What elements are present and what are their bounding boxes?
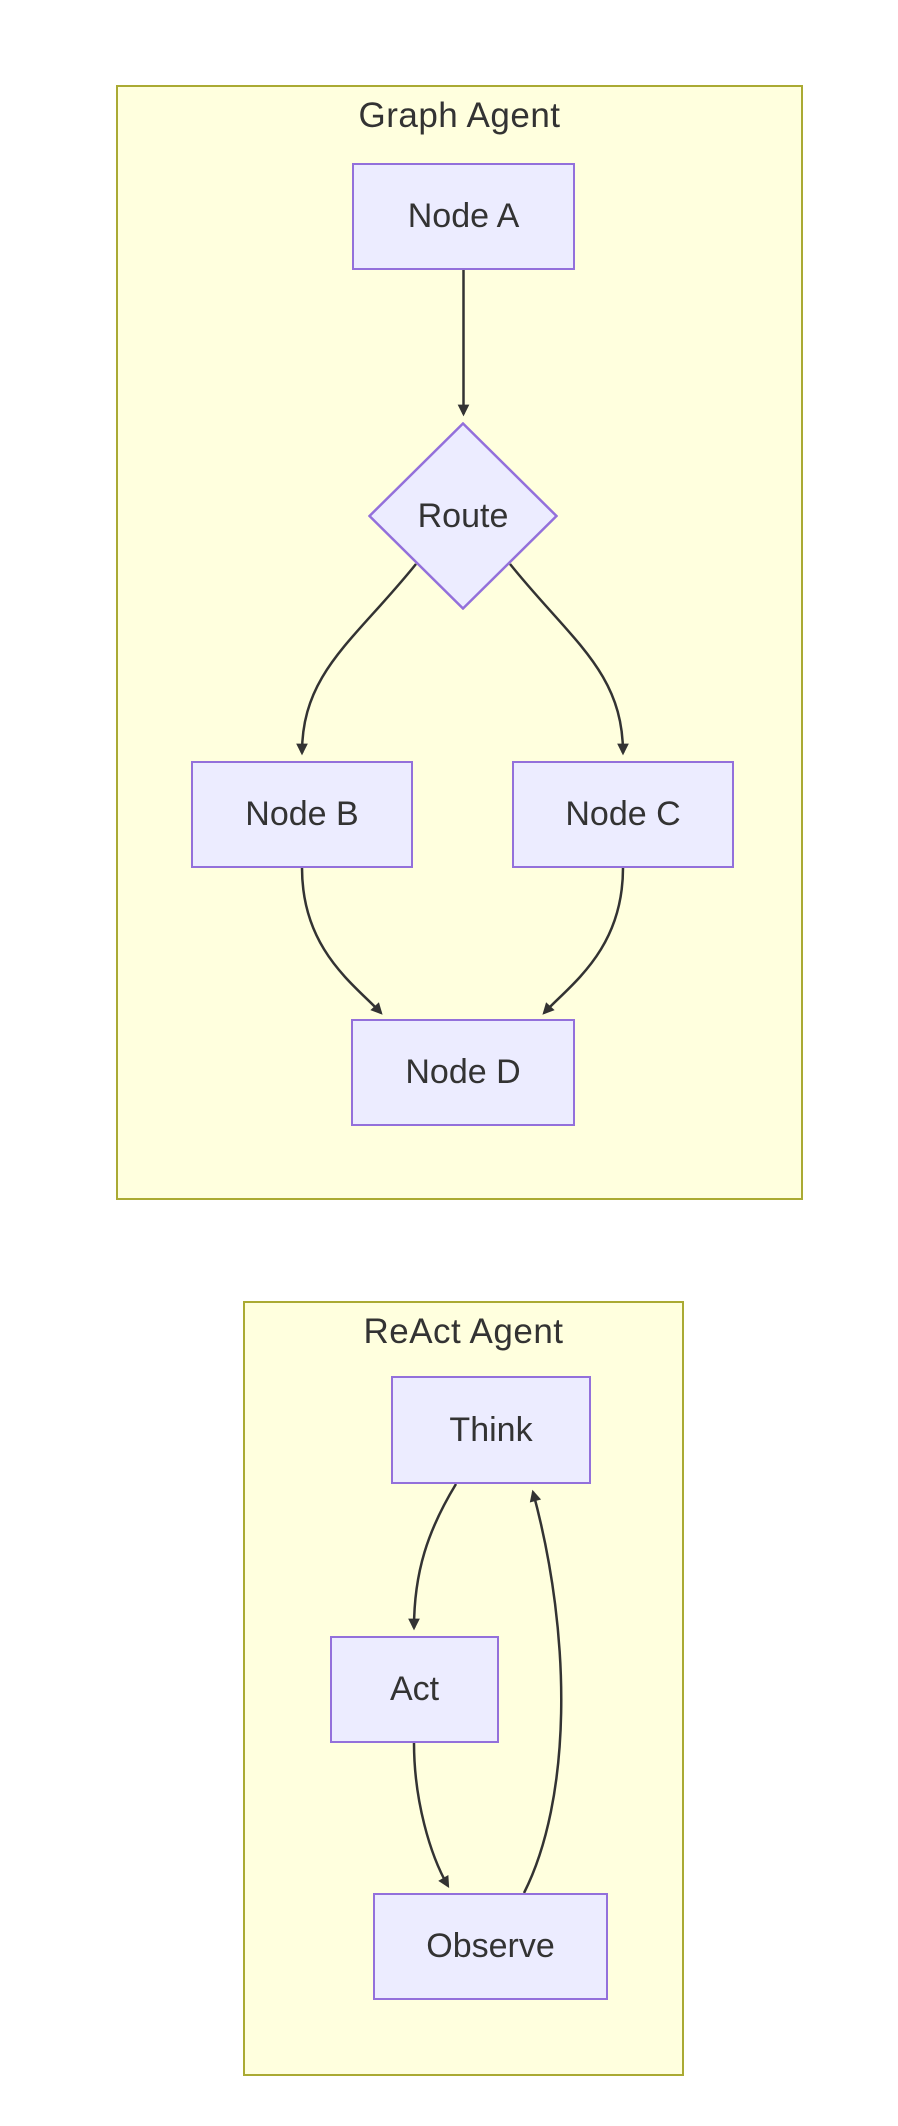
edge-observe-to-think [522, 1489, 563, 1894]
node-node-d: Node D [351, 1019, 575, 1126]
node-route: Route [368, 422, 558, 610]
node-act-label: Act [389, 1670, 440, 1708]
node-node-c: Node C [512, 761, 734, 868]
node-think-label: Think [449, 1410, 533, 1449]
node-node-a: Node A [352, 163, 575, 270]
node-think: Think [391, 1376, 591, 1484]
cluster-title-react-agent: ReAct Agent [363, 1312, 564, 1351]
node-node-d-label: Node D [405, 1053, 521, 1091]
node-node-a-label: Node A [407, 197, 520, 235]
node-observe: Observe [373, 1893, 608, 2000]
node-node-b: Node B [191, 761, 413, 868]
cluster-graph-agent: Graph Agent [116, 85, 803, 1200]
node-act: Act [330, 1636, 499, 1743]
edge-route-to-node-b [296, 563, 417, 756]
edge-route-to-node-c [509, 563, 629, 756]
node-node-b-label: Node B [245, 795, 359, 833]
node-observe-label: Observe [426, 1927, 555, 1965]
edge-think-to-act [408, 1483, 458, 1631]
cluster-title-graph-agent: Graph Agent [358, 96, 561, 135]
edge-act-to-observe [412, 1742, 450, 1889]
edge-node-b-to-node-d [300, 867, 383, 1015]
edge-node-c-to-node-d [542, 867, 625, 1015]
diamond-shape [368, 422, 558, 610]
node-node-c-label: Node C [565, 795, 681, 833]
node-route-label: Route [417, 496, 509, 535]
